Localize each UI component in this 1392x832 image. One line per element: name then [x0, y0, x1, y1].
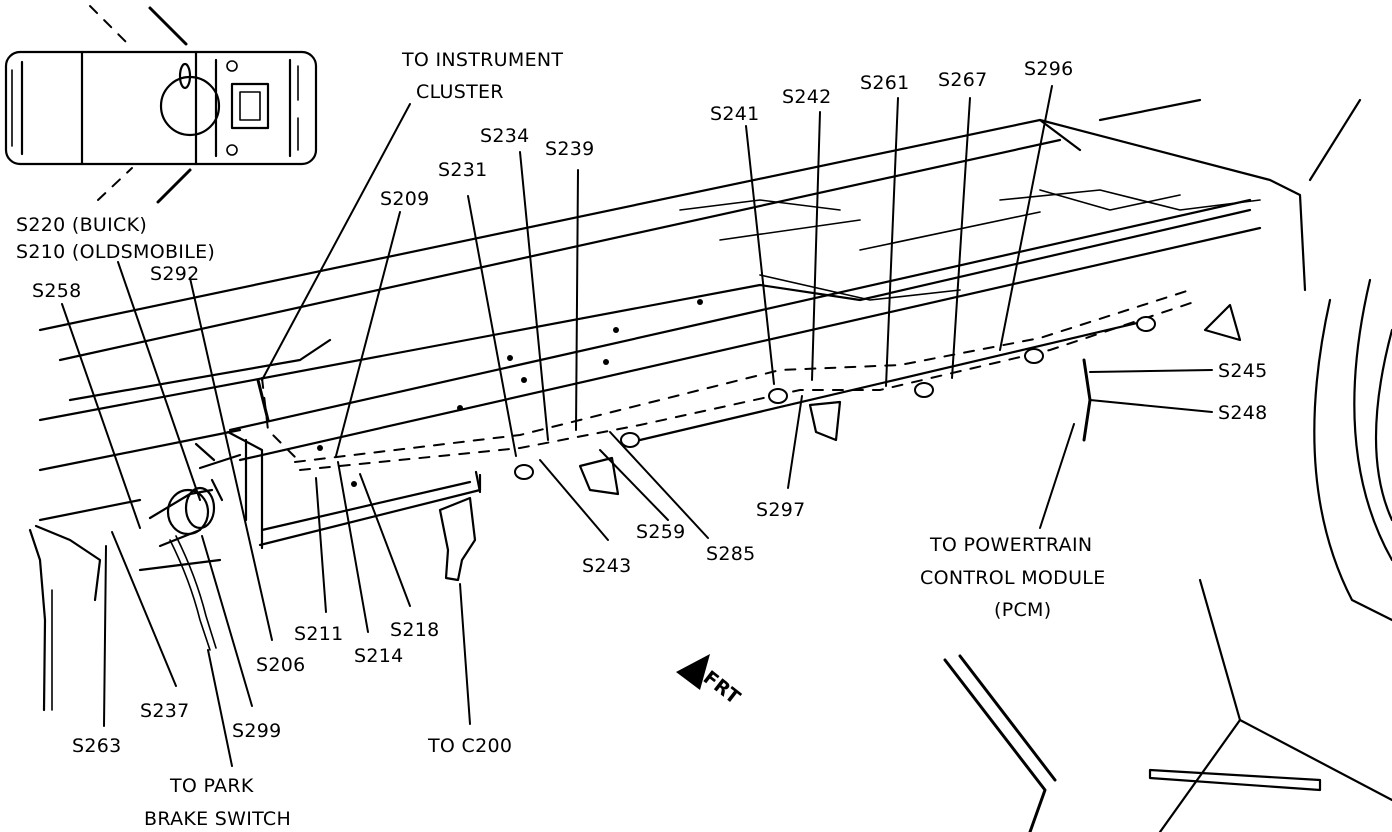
cross-car-beam	[198, 198, 1262, 550]
label-s237: S237	[140, 700, 190, 722]
label-s261: S261	[860, 72, 910, 94]
label-s211: S211	[294, 623, 344, 645]
label-to-park-1: TO PARK	[169, 775, 254, 797]
label-s258: S258	[32, 280, 82, 302]
label-to-park-2: BRAKE SWITCH	[144, 808, 291, 830]
label-s259: S259	[636, 521, 686, 543]
leader-lines	[61, 85, 1213, 767]
label-s231: S231	[438, 159, 488, 181]
label-s243: S243	[582, 555, 632, 577]
park-brake-area	[138, 442, 224, 651]
label-s239: S239	[545, 138, 595, 160]
label-s210: S210 (OLDSMOBILE)	[16, 241, 215, 263]
label-s267: S267	[938, 69, 988, 91]
label-s285: S285	[706, 543, 756, 565]
front-direction-arrow	[676, 654, 710, 690]
label-s241: S241	[710, 103, 760, 125]
label-to-pcm-1: TO POWERTRAIN	[929, 534, 1092, 556]
label-s209: S209	[380, 188, 430, 210]
label-s292: S292	[150, 263, 200, 285]
label-to-pcm-3: (PCM)	[994, 599, 1051, 621]
callout-labels: TO INSTRUMENT CLUSTER S220 (BUICK) S210 …	[16, 49, 1268, 830]
label-s214: S214	[354, 645, 404, 667]
label-s296: S296	[1024, 58, 1074, 80]
inset-locator-view	[4, 5, 318, 204]
label-s263: S263	[72, 735, 122, 757]
label-to-pcm-2: CONTROL MODULE	[920, 567, 1106, 589]
label-frt: FRT	[699, 667, 745, 709]
label-to-instrument-cluster-2: CLUSTER	[416, 81, 504, 103]
label-s242: S242	[782, 86, 832, 108]
wire-harness	[261, 289, 1201, 471]
label-s245: S245	[1218, 360, 1268, 382]
label-to-instrument-cluster-1: TO INSTRUMENT	[401, 49, 563, 71]
label-s234: S234	[480, 125, 530, 147]
label-to-c200: TO C200	[427, 735, 512, 757]
label-s297: S297	[756, 499, 806, 521]
vehicle-body-outline	[28, 98, 1392, 832]
label-s299: S299	[232, 720, 282, 742]
label-s248: S248	[1218, 402, 1268, 424]
label-s220: S220 (BUICK)	[16, 214, 147, 236]
label-s218: S218	[390, 619, 440, 641]
label-s206: S206	[256, 654, 306, 676]
